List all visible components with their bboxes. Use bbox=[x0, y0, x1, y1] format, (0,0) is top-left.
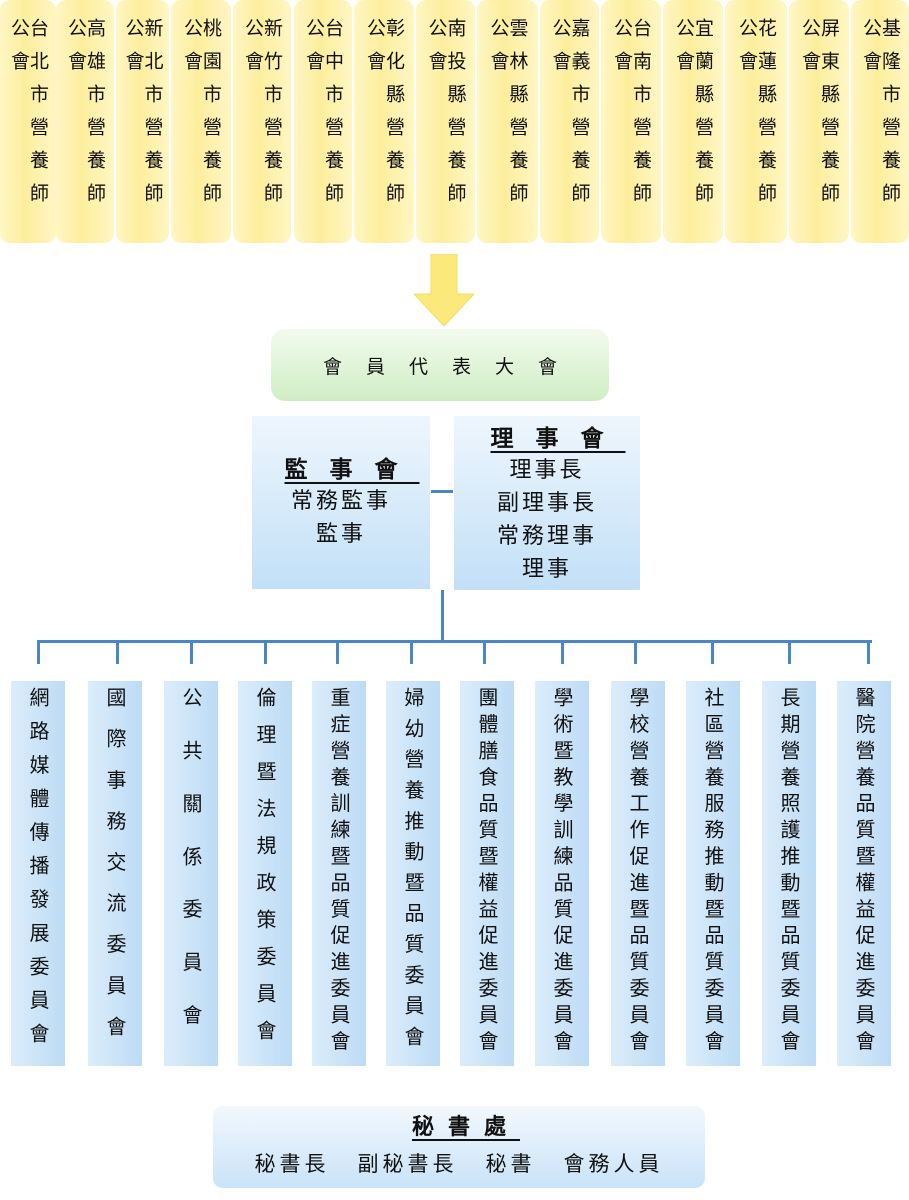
committee-label: 社區營養服務推動暨品質委員會 bbox=[701, 687, 725, 1057]
local-associations-row: 台北市營養師公會高雄市營養師公會新北市營養師公會桃園市營養師公會新竹市營養師公會… bbox=[0, 0, 909, 245]
secretariat-members: 秘書長 副秘書長 秘書 會務人員 bbox=[241, 1150, 678, 1178]
local-association-label: 台南市營養師公會 bbox=[611, 18, 652, 216]
local-association-box: 高雄市營養師公會 bbox=[56, 0, 114, 243]
committee-box: 網路媒體傳播發展委員會 bbox=[11, 681, 65, 1066]
general-assembly-label: 會員代表大會 bbox=[322, 355, 581, 378]
board-connector-line bbox=[431, 490, 453, 493]
committee-label: 倫理暨法規政策委員會 bbox=[253, 687, 277, 1057]
committee-box: 婦幼營養推動暨品質委員會 bbox=[386, 681, 440, 1066]
local-association-box: 台北市營養師公會 bbox=[0, 0, 56, 243]
local-association-label: 彰化縣營養師公會 bbox=[364, 18, 405, 216]
local-association-label: 屏東縣營養師公會 bbox=[799, 18, 840, 216]
local-association-box: 彰化縣營養師公會 bbox=[354, 0, 414, 243]
committee-drop-line bbox=[190, 640, 193, 664]
directors-member: 理事 bbox=[521, 557, 572, 582]
committee-box: 國際事務交流委員會 bbox=[88, 681, 142, 1066]
committee-label: 國際事務交流委員會 bbox=[103, 687, 127, 1057]
board-of-supervisors: 監事會 常務監事 監事 bbox=[252, 416, 430, 589]
secretariat-title: 秘書處 bbox=[411, 1114, 520, 1140]
committee-box: 長期營養照護推動暨品質委員會 bbox=[762, 681, 816, 1066]
local-association-label: 嘉義市營養師公會 bbox=[549, 18, 591, 216]
local-association-box: 桃園市營養師公會 bbox=[171, 0, 231, 243]
local-association-label: 高雄市營養師公會 bbox=[65, 18, 106, 216]
committee-drop-line bbox=[867, 640, 870, 664]
committee-drop-line bbox=[711, 640, 714, 664]
committee-drop-line bbox=[561, 640, 564, 664]
committee-box: 學校營養工作促進暨品質委員會 bbox=[611, 681, 665, 1066]
committee-drop-line bbox=[483, 640, 486, 664]
supervisors-title: 監事會 bbox=[284, 455, 420, 483]
committee-box: 重症營養訓練暨品質促進委員會 bbox=[312, 681, 366, 1066]
local-association-label: 基隆市營養師公會 bbox=[860, 18, 901, 216]
local-association-label: 新竹市營養師公會 bbox=[242, 18, 283, 216]
trunk-connector-line bbox=[441, 590, 444, 642]
down-arrow-icon bbox=[414, 254, 474, 326]
local-association-label: 南投縣營養師公會 bbox=[425, 18, 467, 216]
committee-bus-line bbox=[38, 640, 872, 643]
supervisors-member: 監事 bbox=[315, 521, 366, 547]
committee-label: 學術暨教學訓練品質促進委員會 bbox=[550, 687, 574, 1057]
local-association-label: 宜蘭縣營養師公會 bbox=[673, 18, 714, 216]
local-association-label: 新北市營養師公會 bbox=[122, 18, 164, 216]
directors-member: 理事長 bbox=[509, 458, 585, 483]
local-association-label: 花蓮縣營養師公會 bbox=[736, 18, 777, 216]
local-association-box: 台南市營養師公會 bbox=[601, 0, 661, 243]
board-of-directors: 理事會 理事長 副理事長 常務理事 理事 bbox=[454, 416, 640, 590]
committee-label: 婦幼營養推動暨品質委員會 bbox=[401, 687, 425, 1057]
local-association-box: 台中市營養師公會 bbox=[294, 0, 352, 243]
directors-member: 副理事長 bbox=[496, 491, 597, 516]
local-association-box: 宜蘭縣營養師公會 bbox=[663, 0, 723, 243]
secretariat-member: 會務人員 bbox=[563, 1152, 664, 1176]
committee-label: 團體膳食品質暨權益促進委員會 bbox=[475, 687, 499, 1057]
committee-label: 醫院營養品質暨權益促進委員會 bbox=[852, 687, 876, 1057]
committee-label: 重症營養訓練暨品質促進委員會 bbox=[327, 687, 351, 1057]
committee-drop-line bbox=[116, 640, 119, 664]
secretariat: 秘書處 秘書長 副秘書長 秘書 會務人員 bbox=[213, 1106, 705, 1188]
local-association-label: 台中市營養師公會 bbox=[303, 18, 344, 216]
committee-drop-line bbox=[410, 640, 413, 664]
local-association-box: 花蓮縣營養師公會 bbox=[725, 0, 787, 243]
committee-label: 長期營養照護推動暨品質委員會 bbox=[777, 687, 801, 1057]
local-association-label: 桃園市營養師公會 bbox=[181, 18, 222, 216]
directors-member: 常務理事 bbox=[496, 524, 597, 549]
committee-box: 公共關係委員會 bbox=[164, 681, 218, 1066]
secretariat-member: 副秘書長 bbox=[357, 1152, 458, 1176]
committee-drop-line bbox=[788, 640, 791, 664]
directors-title: 理事會 bbox=[490, 425, 626, 452]
local-association-box: 屏東縣營養師公會 bbox=[789, 0, 849, 243]
local-association-box: 新北市營養師公會 bbox=[116, 0, 169, 243]
committee-box: 倫理暨法規政策委員會 bbox=[238, 681, 292, 1066]
committee-label: 學校營養工作促進暨品質委員會 bbox=[626, 687, 650, 1057]
committee-box: 醫院營養品質暨權益促進委員會 bbox=[837, 681, 891, 1066]
committee-label: 公共關係委員會 bbox=[179, 687, 203, 1058]
local-association-label: 台北市營養師公會 bbox=[8, 18, 49, 216]
committee-drop-line bbox=[634, 640, 637, 664]
local-association-label: 雲林縣營養師公會 bbox=[487, 18, 529, 216]
committee-drop-line bbox=[336, 640, 339, 664]
supervisors-member: 常務監事 bbox=[290, 488, 391, 514]
secretariat-member: 秘書長 bbox=[254, 1152, 330, 1176]
committee-drop-line bbox=[264, 640, 267, 664]
local-association-box: 嘉義市營養師公會 bbox=[540, 0, 599, 243]
committee-box: 團體膳食品質暨權益促進委員會 bbox=[460, 681, 514, 1066]
local-association-box: 基隆市營養師公會 bbox=[851, 0, 909, 243]
committee-drop-line bbox=[37, 640, 40, 664]
local-association-box: 南投縣營養師公會 bbox=[416, 0, 475, 243]
local-association-box: 雲林縣營養師公會 bbox=[477, 0, 538, 243]
committee-box: 學術暨教學訓練品質促進委員會 bbox=[535, 681, 589, 1066]
secretariat-member: 秘書 bbox=[485, 1152, 536, 1176]
committee-label: 網路媒體傳播發展委員會 bbox=[26, 687, 50, 1057]
local-association-box: 新竹市營養師公會 bbox=[233, 0, 291, 243]
general-assembly: 會員代表大會 bbox=[271, 329, 609, 401]
committee-box: 社區營養服務推動暨品質委員會 bbox=[686, 681, 740, 1066]
